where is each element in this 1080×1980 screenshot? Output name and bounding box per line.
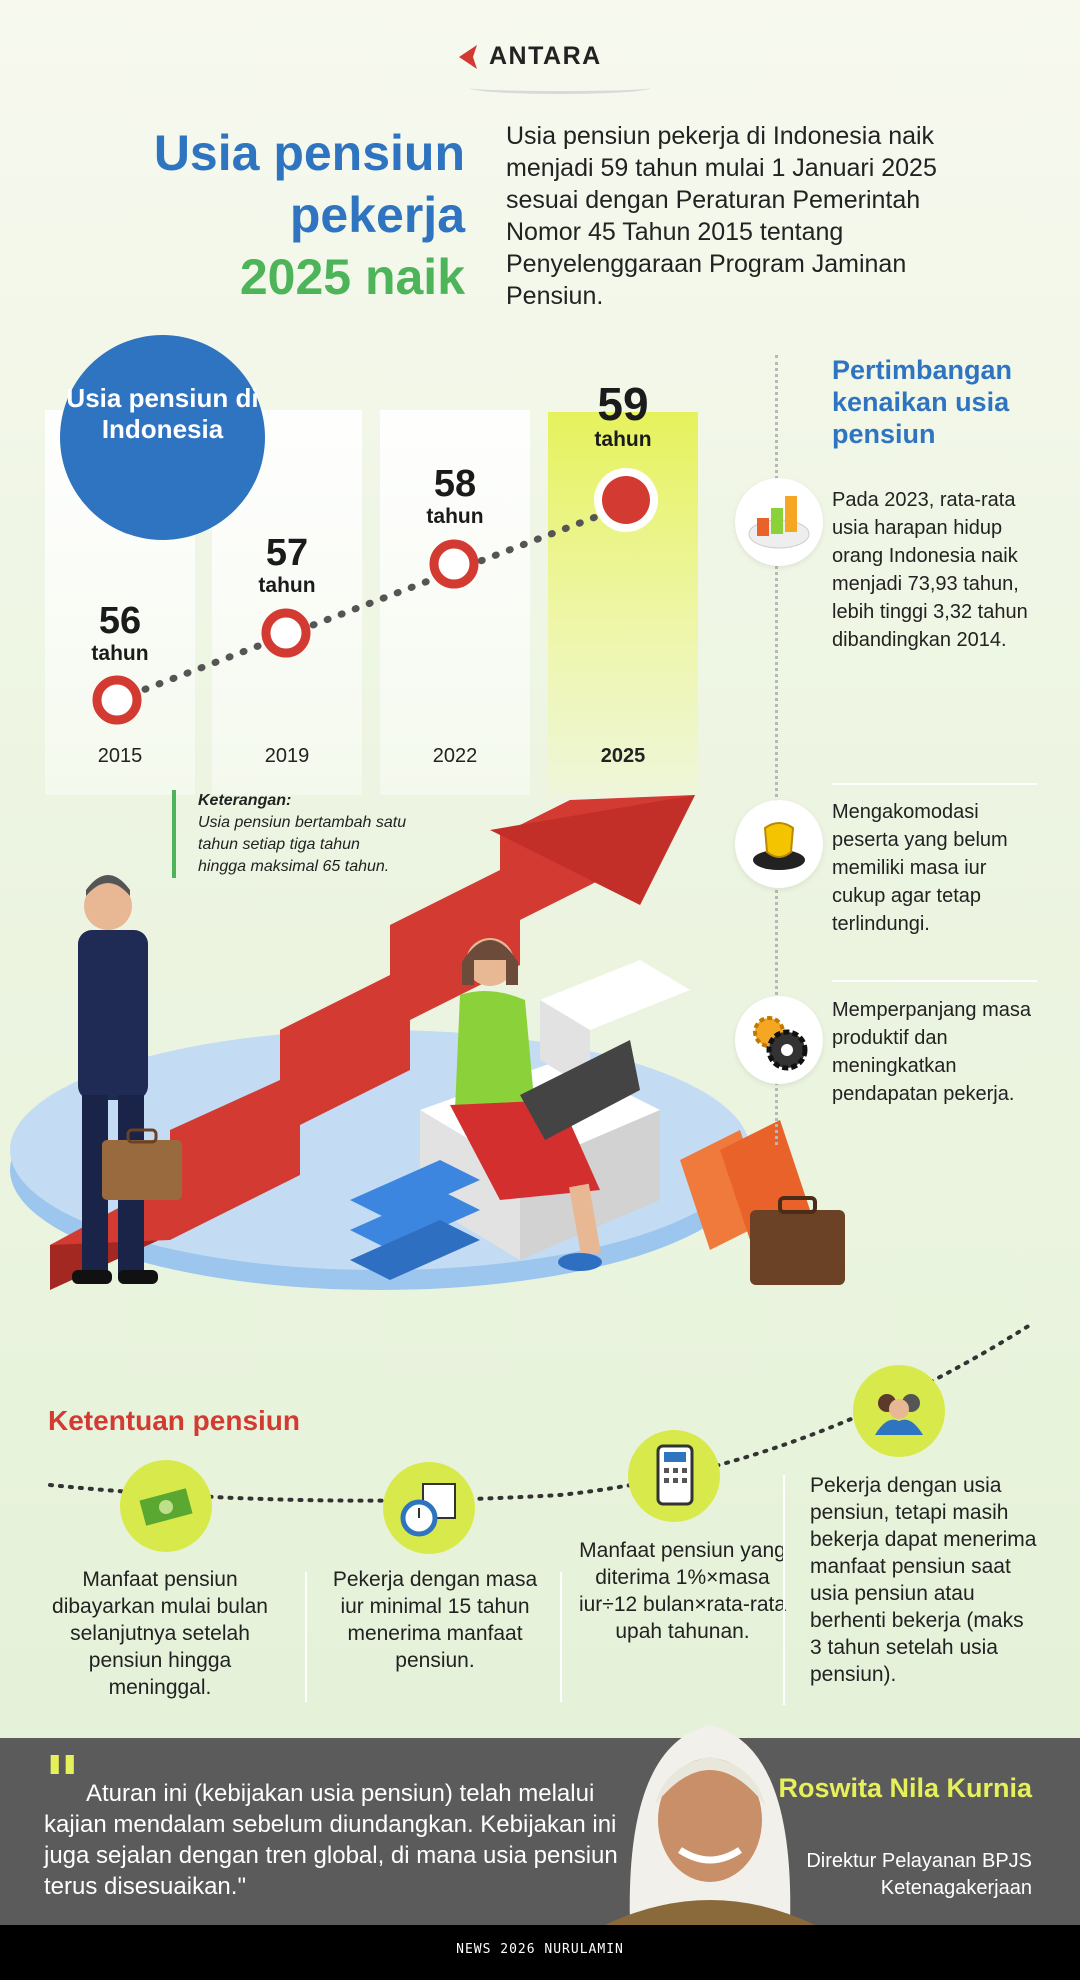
title-line-1: Usia pensiun	[153, 125, 465, 181]
quote-text: Aturan ini (kebijakan usia pensiun) tela…	[44, 1780, 618, 1900]
note-text: Usia pensiun bertambah satu tahun setiap…	[198, 814, 407, 875]
provision-divider-1	[305, 1572, 307, 1702]
chart-point-2019	[261, 608, 311, 658]
shield-icon	[735, 800, 823, 888]
value-number: 58	[433, 463, 477, 505]
businessman-figure	[72, 875, 182, 1284]
briefcase-right	[750, 1196, 845, 1285]
chart-value-2019: 57 tahun	[212, 532, 362, 598]
gear-icon	[735, 996, 823, 1084]
bar-chart-icon	[735, 478, 823, 566]
provisions-title: Ketentuan pensiun	[48, 1405, 301, 1436]
consideration-divider-1	[832, 783, 1037, 785]
antara-logo-icon	[459, 44, 477, 69]
provision-item-4: Pekerja dengan usia pensiun, tetapi masi…	[810, 1474, 1037, 1686]
chart-value-2025: 59 tahun	[548, 380, 698, 452]
speaker-role: Direktur Pelayanan BPJS Ketenagakerjaan	[806, 1850, 1032, 1899]
chart-point-2015	[92, 675, 142, 725]
trend-dotted-line	[113, 496, 644, 704]
woman-with-laptop-figure	[450, 938, 640, 1271]
chart-note: Keterangan: Usia pensiun bertambah satu …	[172, 790, 412, 878]
credit-line: NEWS 2026 NURULAMIN	[456, 1942, 624, 1957]
provision-item-1: Manfaat pensiun dibayarkan mulai bulan s…	[52, 1568, 268, 1699]
provision-item-3: Manfaat pensiun yang diterima 1%×masa iu…	[578, 1539, 787, 1643]
quote-mark-icon: "	[44, 1740, 81, 1823]
calendar-clock-icon	[383, 1462, 475, 1554]
speaker-name: Roswita Nila Kurnia	[778, 1773, 1032, 1803]
consideration-item-2: Mengakomodasi peserta yang belum memilik…	[832, 801, 1008, 935]
logo-swoosh	[470, 82, 650, 94]
chart-point-2025	[594, 468, 658, 532]
provision-item-2: Pekerja dengan masa iur minimal 15 tahun…	[332, 1568, 538, 1672]
value-unit: tahun	[426, 505, 484, 528]
value-unit: tahun	[594, 428, 652, 451]
consideration-item-1: Pada 2023, rata-rata usia harapan hidup …	[832, 489, 1028, 651]
consideration-divider-2	[832, 980, 1037, 982]
speaker-portrait	[605, 1725, 815, 1925]
page-title: Usia pensiun pekerja 2025 naik	[95, 122, 465, 308]
provision-divider-3	[783, 1475, 785, 1705]
chart-bubble-label: Usia pensiun di Indonesia	[60, 335, 265, 540]
blue-binders	[350, 1160, 480, 1280]
title-line-2: pekerja	[289, 187, 465, 243]
retirement-illustration	[10, 795, 845, 1290]
title-line-3: 2025 naik	[239, 249, 465, 305]
people-icon	[853, 1365, 945, 1457]
dotted-divider	[775, 355, 778, 1145]
quote-footer	[0, 1738, 1080, 1925]
calculator-icon	[628, 1430, 720, 1522]
infographic-card: ANTARA Usia pensiun pekerja 2025 naik Us…	[0, 0, 1080, 1925]
value-number: 56	[98, 600, 142, 642]
growth-arrow	[50, 795, 695, 1290]
year-label-2019: 2019	[264, 745, 310, 767]
retirement-age-chart	[92, 468, 658, 725]
provision-divider-2	[560, 1572, 562, 1702]
value-unit: tahun	[91, 642, 149, 665]
chart-point-2022	[429, 539, 479, 589]
consideration-item-3: Memperpanjang masa produktif dan meningk…	[832, 999, 1031, 1105]
value-number: 57	[265, 532, 309, 574]
considerations-title: Pertimbangan kenaikan usia pensiun	[832, 355, 1013, 449]
chart-value-2022: 58 tahun	[380, 463, 530, 529]
note-title: Keterangan:	[198, 792, 292, 809]
logo-text: ANTARA	[489, 42, 602, 70]
chart-value-2015: 56 tahun	[45, 600, 195, 666]
year-label-2015: 2015	[97, 745, 143, 767]
chart-column-2022	[380, 410, 530, 795]
year-label-2025: 2025	[600, 745, 646, 767]
antara-logo: ANTARA	[455, 42, 602, 71]
year-label-2022: 2022	[432, 745, 478, 767]
value-number: 59	[597, 378, 649, 430]
money-icon	[120, 1460, 212, 1552]
value-unit: tahun	[258, 574, 316, 597]
intro-text: Usia pensiun pekerja di Indonesia naik m…	[506, 122, 937, 310]
